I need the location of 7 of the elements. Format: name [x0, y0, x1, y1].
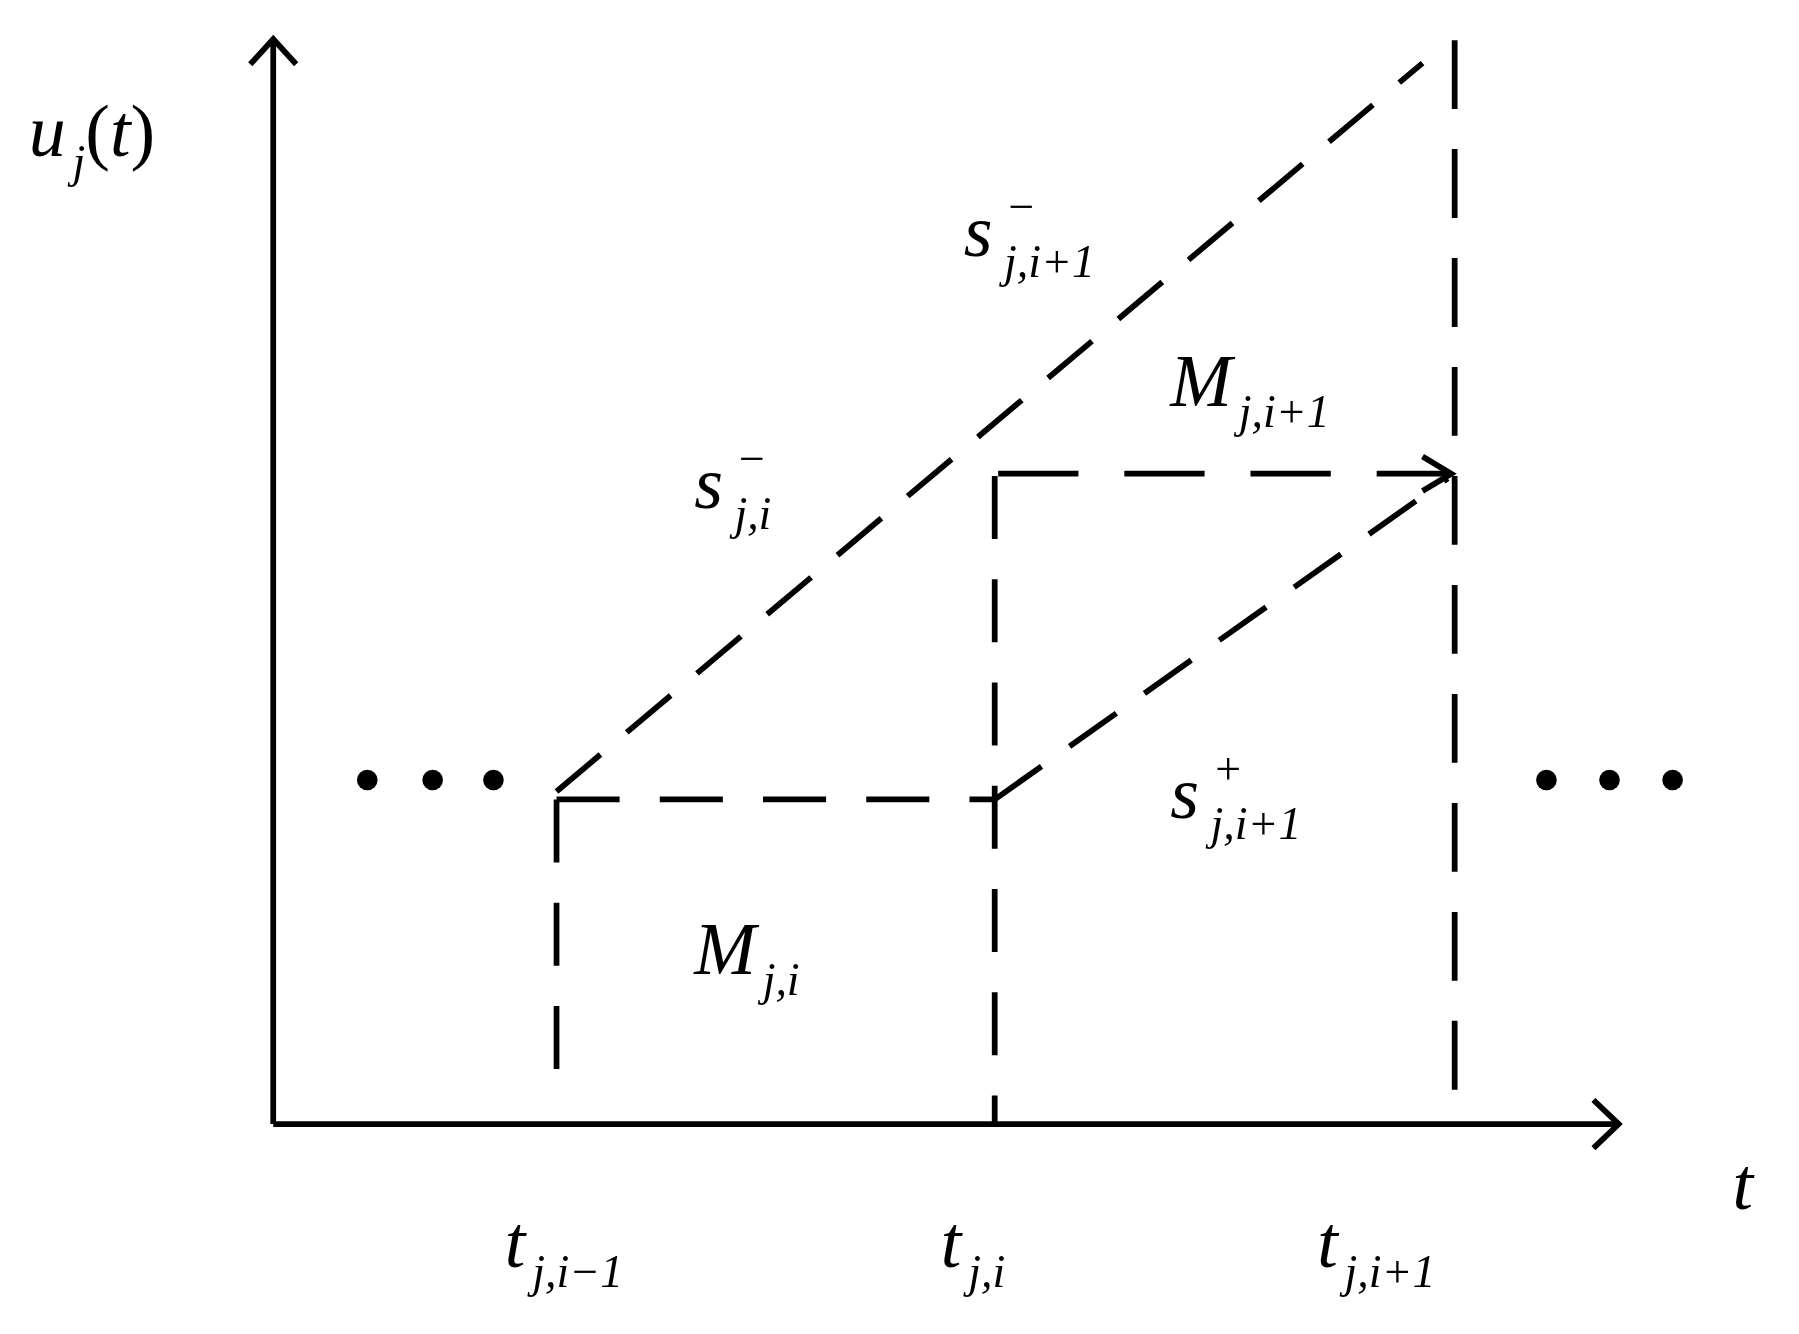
area-label: M$_{j,i+1}$ [1170, 344, 1330, 435]
tick-label: t$_{j,i}$ [940, 1204, 1006, 1296]
axis-label: t [1732, 1147, 1753, 1222]
axis-label: u$_{j}$(t) [28, 94, 156, 185]
tick-label: t$_{j,i−1}$ [504, 1204, 624, 1296]
tick-label: t$_{j,i+1}$ [1317, 1204, 1436, 1296]
area-label: M$_{j,i}$ [694, 912, 800, 1003]
